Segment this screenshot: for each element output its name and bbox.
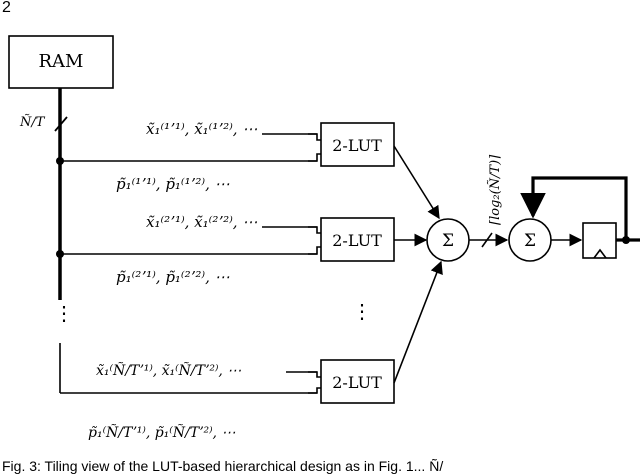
p-labels-row3: p̃₁⁽Ñ/Tʼ¹⁾, p̃₁⁽Ñ/Tʼ²⁾, ⋯	[88, 423, 235, 441]
arrow-row1-to-sigma	[393, 145, 440, 220]
lut-port-row1	[308, 133, 321, 162]
p-labels-row1: p̃₁⁽¹ʼ¹⁾, p̃₁⁽¹ʼ²⁾, ⋯	[116, 175, 230, 193]
lut-label-row1: 2-LUT	[332, 136, 382, 155]
adder-2-symbol: Σ	[524, 231, 536, 251]
register-box	[582, 222, 617, 259]
vdots-middle: ⋮	[352, 299, 372, 323]
log-width-label: ⌈log₂(Ñ/T)⌉	[487, 154, 503, 225]
ram-block: RAM	[8, 35, 114, 89]
lut-label-row2: 2-LUT	[332, 231, 382, 250]
figure-caption-fragment: Fig. 3: Tiling view of the LUT-based hie…	[2, 458, 443, 474]
lut-box-row3	[320, 359, 395, 404]
adder-1-symbol: Σ	[442, 231, 454, 251]
row-2: 2-LUT x̃₁⁽²ʼ¹⁾, x̃₁⁽²ʼ²⁾, ⋯ p̃₁⁽²ʼ¹⁾, p̃…	[56, 213, 428, 286]
lut-label-row3: 2-LUT	[332, 373, 382, 392]
register	[582, 222, 617, 259]
row-1: 2-LUT x̃₁⁽¹ʼ¹⁾, x̃₁⁽¹ʼ²⁾, ⋯ p̃₁⁽¹ʼ¹⁾, p̃…	[56, 120, 440, 220]
bus-slash	[54, 116, 68, 132]
arrow-row3-to-sigma	[393, 260, 443, 384]
lut-box-row1	[320, 122, 395, 167]
adder-2: Σ	[508, 218, 552, 262]
row-3: 2-LUT x̃₁⁽Ñ/Tʼ¹⁾, x̃₁⁽Ñ/Tʼ²⁾, ⋯ p̃₁⁽Ñ/Tʼ…	[60, 260, 443, 441]
feedback-path	[520, 176, 628, 240]
width-slash	[481, 232, 493, 248]
x-labels-row1: x̃₁⁽¹ʼ¹⁾, x̃₁⁽¹ʼ²⁾, ⋯	[146, 120, 257, 138]
lut-port-row3	[308, 371, 321, 394]
bus-width-label: Ñ/T	[19, 114, 46, 130]
lut-box-row2	[320, 217, 395, 262]
adder-1: Σ	[426, 218, 470, 262]
lut-port-row2	[308, 226, 321, 255]
p-labels-row2: p̃₁⁽²ʼ¹⁾, p̃₁⁽²ʼ²⁾, ⋯	[116, 268, 230, 286]
register-clock-mark	[593, 248, 607, 259]
vdots-left: ⋮	[54, 301, 74, 325]
page-number: 2	[2, 0, 11, 16]
x-labels-row2: x̃₁⁽²ʼ¹⁾, x̃₁⁽²ʼ²⁾, ⋯	[146, 213, 257, 231]
ram-label: RAM	[39, 51, 84, 72]
x-labels-row3: x̃₁⁽Ñ/Tʼ¹⁾, x̃₁⁽Ñ/Tʼ²⁾, ⋯	[96, 361, 241, 379]
